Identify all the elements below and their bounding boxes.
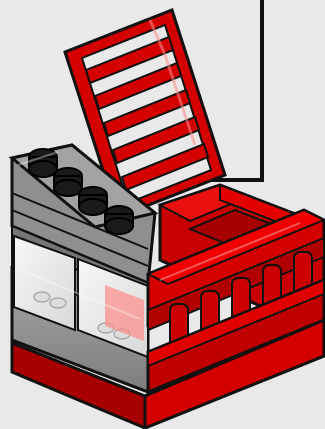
instruction-illustration (0, 0, 325, 429)
brick-model-svg (0, 0, 325, 429)
